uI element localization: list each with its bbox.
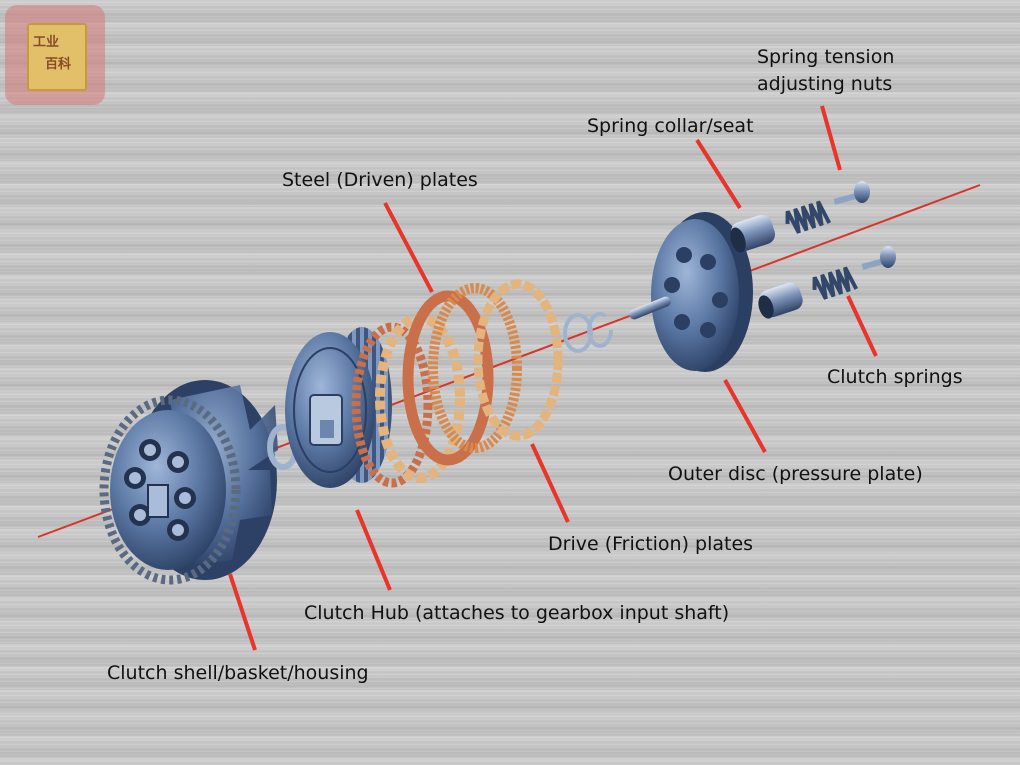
label-spring-tension-line1: Spring tension <box>757 46 895 68</box>
label-clutch-hub: Clutch Hub (attaches to gearbox input sh… <box>304 602 730 624</box>
clutch-hub <box>285 327 392 488</box>
spring-collar-top <box>730 214 776 253</box>
circlip <box>587 312 613 348</box>
clutch-shell <box>99 380 278 585</box>
leader-steel-plates <box>383 202 434 293</box>
circlip <box>563 313 593 353</box>
logo-text-line2: 百科 <box>45 57 72 72</box>
label-steel-plates: Steel (Driven) plates <box>282 169 478 191</box>
publisher-logo: 工业 百科 <box>5 5 105 105</box>
clutch-spring-top <box>785 200 832 234</box>
logo-text-line1: 工业 <box>33 35 60 50</box>
friction-plate <box>473 279 563 441</box>
pressure-plate <box>629 212 753 372</box>
leader-drive-plates <box>530 443 570 523</box>
leader-outer-disc <box>723 379 767 453</box>
leader-spring-collar <box>695 138 742 210</box>
label-spring-tension-line2: adjusting nuts <box>757 73 893 95</box>
leader-clutch-springs <box>846 295 878 357</box>
friction-plate <box>402 290 494 466</box>
label-spring-collar: Spring collar/seat <box>587 115 754 137</box>
book-icon <box>27 23 87 91</box>
steel-plate <box>428 283 522 453</box>
adjusting-nut-top <box>833 181 870 205</box>
spring-collar-bottom <box>758 282 803 319</box>
leader-clutch-shell <box>228 573 257 651</box>
leader-spring-tension <box>820 105 842 171</box>
clutch-plate-stack <box>351 279 563 488</box>
clutch-spring-bottom <box>812 266 859 300</box>
leader-clutch-hub <box>355 509 392 591</box>
label-drive-plates: Drive (Friction) plates <box>548 533 754 555</box>
adjusting-nut-bottom <box>861 246 896 270</box>
label-outer-disc: Outer disc (pressure plate) <box>668 463 923 485</box>
label-clutch-springs: Clutch springs <box>827 366 963 388</box>
friction-plate <box>351 322 433 488</box>
leader-lines <box>228 105 878 651</box>
label-clutch-shell: Clutch shell/basket/housing <box>107 662 369 684</box>
